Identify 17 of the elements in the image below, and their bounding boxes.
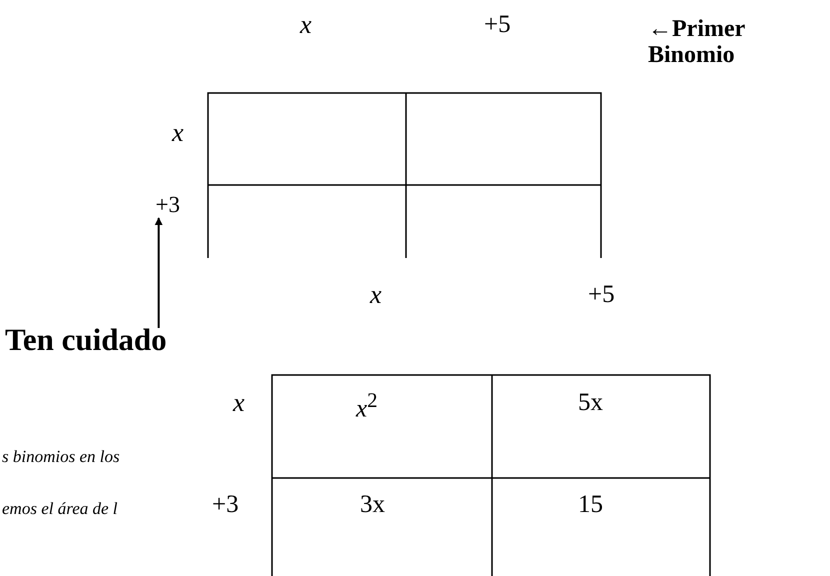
term-label: 5x (578, 390, 603, 415)
warning-label: Ten cuidado (5, 324, 167, 355)
term-label: x$^{2}$ (356, 390, 378, 422)
term-label: x (370, 282, 382, 308)
arrow (154, 217, 163, 328)
cut-off-text: emos el área de l (2, 500, 118, 517)
term-label: +5 (484, 12, 511, 37)
term-label: x (172, 120, 184, 146)
term-label: +5 (588, 282, 615, 307)
term-label: +3 (212, 492, 239, 517)
term-label: +3 (140, 193, 180, 216)
cut-off-text: s binomios en los (2, 448, 120, 465)
term-label: x (300, 12, 312, 38)
term-label: 3x (360, 492, 385, 517)
title-note: ←Primer Binomio (648, 16, 746, 69)
term-label: x (233, 390, 245, 416)
term-label: 15 (578, 492, 603, 517)
